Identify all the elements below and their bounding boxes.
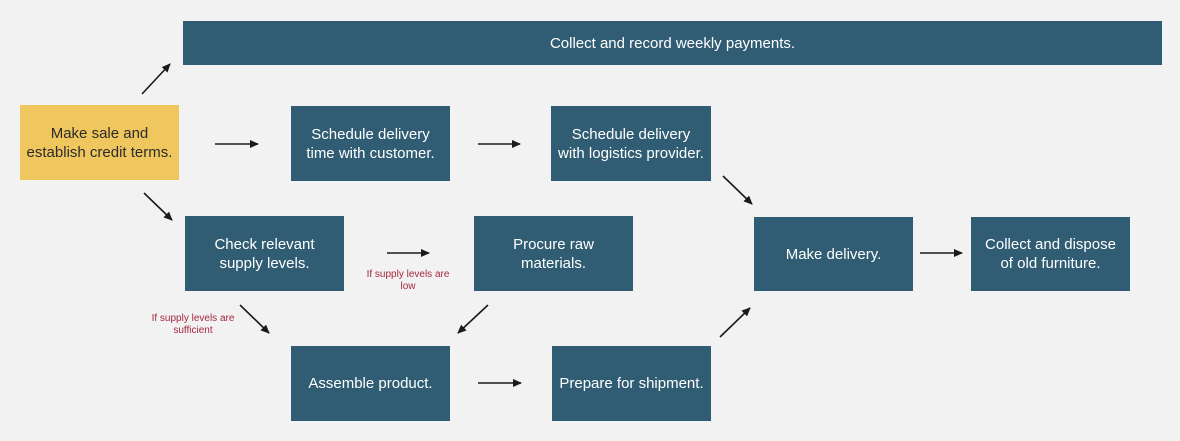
note-supply-sufficient: If supply levels are sufficient xyxy=(151,313,235,336)
node-procure-materials: Procure raw materials. xyxy=(474,216,633,291)
node-schedule-customer: Schedule delivery time with customer. xyxy=(291,106,450,181)
node-collect-payments: Collect and record weekly payments. xyxy=(183,21,1162,65)
note-supply-low: If supply levels are low xyxy=(366,269,450,292)
arrow-sale-to-payments xyxy=(141,63,171,95)
node-make-delivery: Make delivery. xyxy=(754,217,913,291)
node-schedule-logistics: Schedule delivery with logistics provide… xyxy=(551,106,711,181)
arrow-sale-to-check-supply xyxy=(143,192,173,221)
arrow-prepare-to-make-delivery xyxy=(719,307,751,338)
arrow-logistics-to-make-delivery xyxy=(722,175,753,205)
node-make-sale: Make sale and establish credit terms. xyxy=(20,105,179,180)
node-prepare-shipment: Prepare for shipment. xyxy=(552,346,711,421)
node-assemble-product: Assemble product. xyxy=(291,346,450,421)
arrow-check-supply-to-assemble xyxy=(239,304,270,334)
arrow-procure-to-assemble xyxy=(457,304,489,334)
node-collect-dispose: Collect and dispose of old furniture. xyxy=(971,217,1130,291)
node-check-supply: Check relevant supply levels. xyxy=(185,216,344,291)
